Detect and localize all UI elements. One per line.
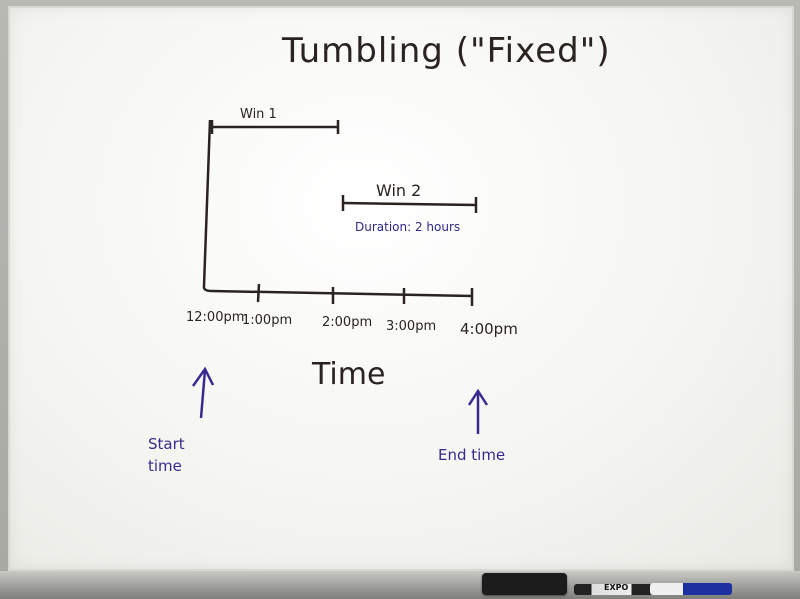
window-1-label: Win 1 [240,107,277,122]
tick-label: 12:00pm [186,310,244,325]
tick-label: 3:00pm [386,319,436,334]
end-time-label: End time [438,446,505,464]
window-2-duration: Duration: 2 hours [355,220,460,234]
window-2-bar [342,201,477,207]
start-time-label-line2: time [148,457,182,475]
end-time-annotation: End time [438,388,505,464]
window-1: Win 1 [210,107,340,134]
marker-brand-label: EXPO [604,583,629,592]
start-time-annotation: Start time [148,366,215,475]
axis-tick [256,283,261,303]
tick-label: 4:00pm [460,320,518,338]
tick-label: 1:00pm [242,313,292,328]
start-time-label-line1: Start [148,435,185,453]
axis-title: Time [311,357,385,392]
window-2: Win 2 Duration: 2 hours [341,181,478,234]
marker-black[interactable]: EXPO [574,583,670,595]
window-2-label: Win 2 [376,181,421,200]
axis-line [202,119,473,298]
start-arrow-shaft [199,369,207,419]
eraser[interactable] [482,573,567,595]
end-arrow-head [467,388,489,406]
diagram-title: Tumbling ("Fixed") [281,31,611,71]
marker-blue[interactable] [650,583,732,595]
start-arrow-head [191,366,215,387]
time-axis: 12:00pm 1:00pm 2:00pm 3:00pm 4:00pm Time [186,119,518,392]
tick-label: 2:00pm [322,315,372,330]
whiteboard-surface [8,6,794,571]
